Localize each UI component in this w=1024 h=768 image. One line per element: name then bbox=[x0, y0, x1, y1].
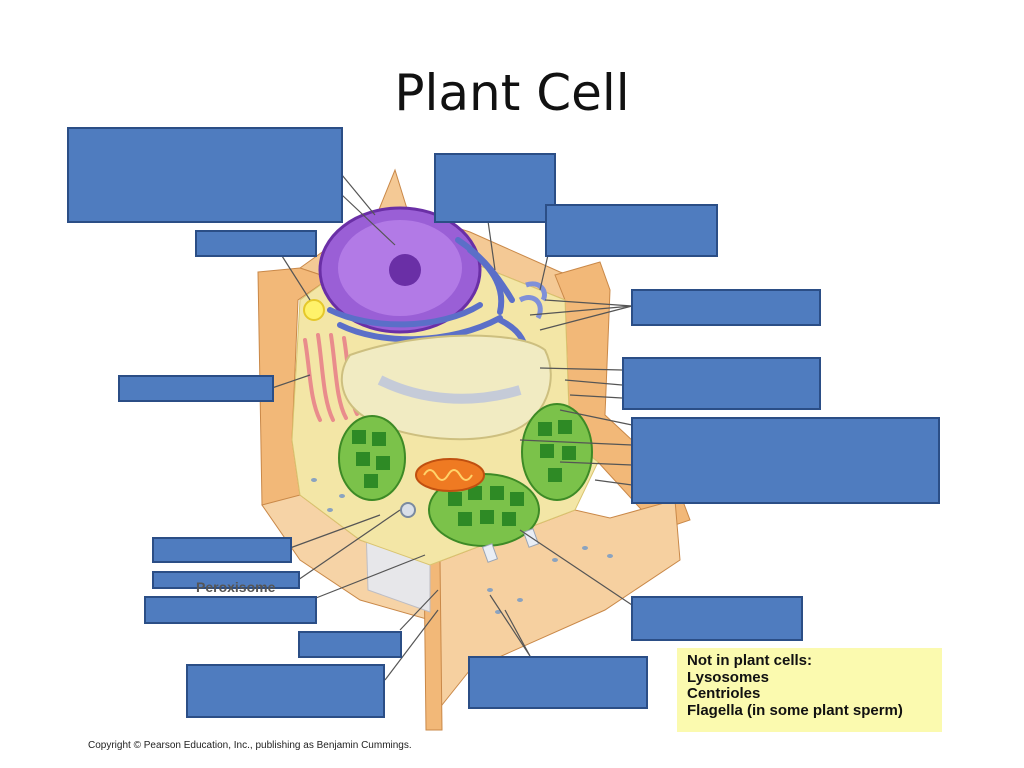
leader-line bbox=[289, 514, 381, 549]
smooth-er-tube-2 bbox=[525, 281, 547, 302]
leader-line bbox=[341, 194, 396, 246]
leader-line bbox=[281, 255, 311, 301]
mitochondrion bbox=[415, 458, 485, 492]
label-box bbox=[144, 596, 317, 624]
label-box bbox=[186, 664, 385, 718]
label-box bbox=[118, 375, 274, 402]
leader-line bbox=[529, 305, 633, 316]
wall-pit bbox=[495, 610, 501, 614]
nucleolus bbox=[389, 254, 421, 286]
leader-line bbox=[569, 394, 623, 399]
label-box bbox=[468, 656, 648, 709]
granum bbox=[356, 452, 370, 466]
wall-pit bbox=[327, 508, 333, 512]
chloroplast-left bbox=[338, 415, 406, 501]
leader-line bbox=[539, 305, 633, 331]
granum bbox=[562, 446, 576, 460]
leader-line bbox=[297, 509, 401, 581]
granum bbox=[352, 430, 366, 444]
leader-line bbox=[399, 589, 439, 631]
vacuole-shadow bbox=[377, 375, 522, 404]
leader-line bbox=[487, 220, 496, 271]
er-fold-1 bbox=[327, 302, 483, 328]
granum bbox=[364, 474, 378, 488]
label-box bbox=[622, 357, 821, 410]
plasmodesma bbox=[481, 543, 499, 563]
golgi-cisterna-1 bbox=[303, 338, 322, 422]
leader-line bbox=[564, 379, 623, 386]
granum bbox=[458, 512, 472, 526]
granum bbox=[480, 510, 494, 524]
wall-pit bbox=[607, 554, 613, 558]
leader-line bbox=[504, 609, 531, 657]
granum bbox=[448, 492, 462, 506]
granum bbox=[510, 492, 524, 506]
label-box bbox=[195, 230, 317, 257]
leader-line bbox=[271, 374, 311, 389]
golgi-cisterna-2 bbox=[316, 333, 335, 422]
chloroplast-right bbox=[521, 403, 593, 501]
leader-line bbox=[384, 609, 439, 681]
page-title: Plant Cell bbox=[394, 64, 630, 122]
wall-pit bbox=[311, 478, 317, 482]
leader-line bbox=[544, 299, 633, 307]
peroxisome-organelle bbox=[400, 502, 416, 518]
label-box bbox=[434, 153, 556, 223]
note-item-centrioles: Centrioles bbox=[687, 685, 761, 702]
note-item-flagella: Flagella (in some plant sperm) bbox=[687, 701, 903, 719]
granum bbox=[548, 468, 562, 482]
leader-line bbox=[559, 461, 633, 466]
wall-pit bbox=[552, 558, 558, 562]
endoplasmic-reticulum bbox=[327, 237, 528, 363]
leader-line bbox=[539, 254, 549, 291]
label-box bbox=[631, 289, 821, 326]
granum bbox=[538, 422, 552, 436]
nucleus bbox=[318, 206, 482, 334]
central-vacuole bbox=[340, 334, 552, 441]
chloroplast-right-body bbox=[521, 403, 593, 501]
leader-line bbox=[539, 367, 623, 371]
granum bbox=[490, 486, 504, 500]
granum bbox=[540, 444, 554, 458]
wall-pit bbox=[487, 588, 493, 592]
leader-line bbox=[489, 594, 531, 657]
leader-line bbox=[519, 439, 633, 446]
leader-line bbox=[519, 529, 633, 606]
label-box bbox=[152, 537, 292, 563]
label-box bbox=[298, 631, 402, 658]
vacuole-body bbox=[340, 334, 552, 441]
leader-lines bbox=[271, 174, 633, 681]
leader-line bbox=[559, 409, 633, 426]
granum bbox=[558, 420, 572, 434]
centrosome-glow bbox=[303, 299, 325, 321]
granum bbox=[502, 512, 516, 526]
label-box bbox=[67, 127, 343, 223]
chloroplast-bottom bbox=[428, 473, 540, 547]
mitochondrion-body bbox=[415, 458, 485, 492]
label-box bbox=[631, 596, 803, 641]
granum bbox=[376, 456, 390, 470]
note-item-lysosomes: Lysosomes bbox=[687, 668, 769, 686]
wall-pit bbox=[517, 598, 523, 602]
wall-pits bbox=[311, 478, 613, 614]
peroxisome-partial-label: Peroxisome bbox=[196, 579, 276, 595]
label-box bbox=[152, 571, 300, 589]
er-fold-4 bbox=[455, 237, 515, 303]
wall-pit bbox=[582, 546, 588, 550]
golgi-cisterna-3 bbox=[329, 333, 348, 420]
granum bbox=[468, 486, 482, 500]
granum bbox=[372, 432, 386, 446]
leader-line bbox=[315, 554, 426, 599]
mitochondrion-cristae bbox=[423, 469, 473, 481]
leader-line bbox=[341, 174, 376, 216]
wall-pit bbox=[339, 494, 345, 498]
label-box bbox=[545, 204, 718, 257]
label-box bbox=[631, 417, 940, 504]
note-heading: Not in plant cells: bbox=[687, 652, 813, 669]
copyright-notice: Copyright © Pearson Education, Inc., pub… bbox=[88, 740, 412, 751]
not-in-plant-cells-note: Not in plant cells: Lysosomes Centrioles… bbox=[677, 648, 942, 732]
leader-line bbox=[594, 479, 633, 486]
